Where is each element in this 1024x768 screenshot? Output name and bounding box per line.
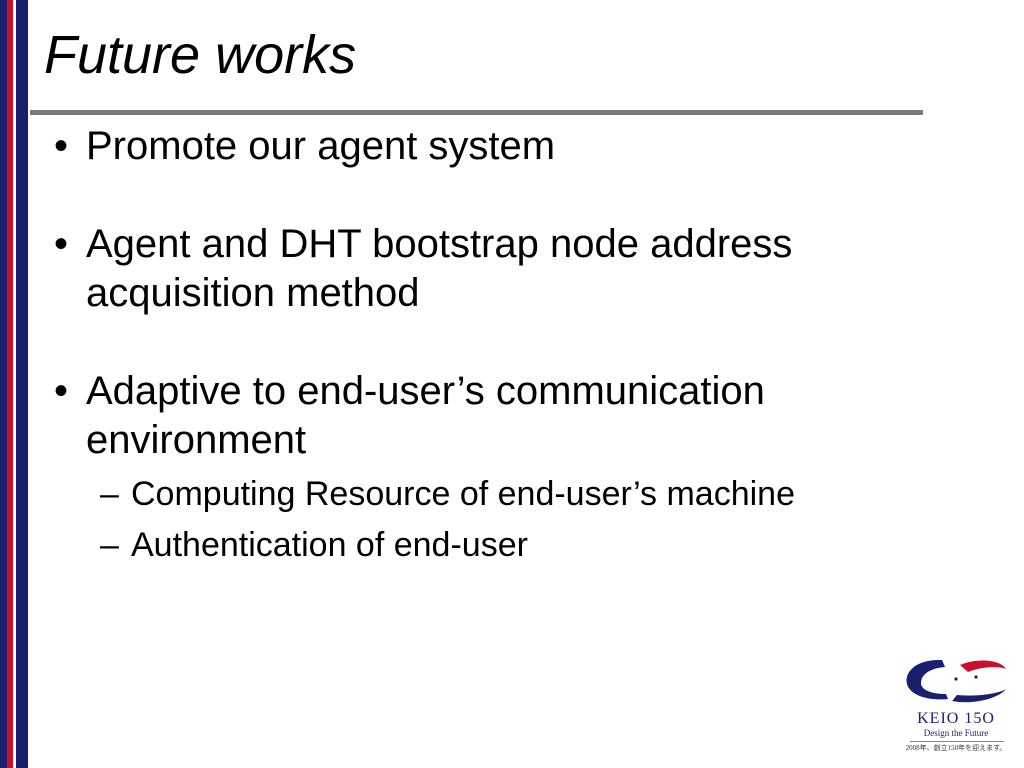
bullet-mark: • <box>54 124 69 168</box>
sub-bullet-mark: – <box>100 526 119 564</box>
bar-stripe-red <box>7 0 13 768</box>
keio-150-logo: KEIO 15O Design the Future 2008年、創立150年を… <box>902 655 1012 760</box>
bar-stripe-navy <box>0 0 7 768</box>
bar-stripe-white-edge <box>28 0 30 768</box>
sub-bullet-list: – Computing Resource of end-user’s machi… <box>86 469 926 571</box>
left-decorative-bar <box>0 0 30 768</box>
bullet-item: • Adaptive to end-user’s communication e… <box>46 367 926 571</box>
logo-name: KEIO 15O <box>917 710 995 727</box>
bar-stripe-white <box>13 0 16 768</box>
bullet-mark: • <box>54 222 69 266</box>
sub-bullet-mark: – <box>100 475 119 513</box>
sub-bullet-text: Computing Resource of end-user’s machine <box>131 475 795 513</box>
title-underline <box>30 110 923 115</box>
sub-bullet-item: – Authentication of end-user <box>86 520 926 571</box>
slide-title: Future works <box>44 25 357 85</box>
sub-bullet-item: – Computing Resource of end-user’s machi… <box>86 469 926 520</box>
bullet-mark: • <box>54 369 69 413</box>
logo-tagline: Design the Future <box>923 728 989 738</box>
bullet-text: Adaptive to end-user’s communication env… <box>86 369 765 462</box>
keio-swoosh-icon <box>906 659 1006 703</box>
bar-stripe-navy-wide <box>16 0 28 768</box>
bullet-text: Agent and DHT bootstrap node address acq… <box>86 222 793 315</box>
bullet-item: • Agent and DHT bootstrap node address a… <box>46 220 926 318</box>
bullet-item: • Promote our agent system <box>46 122 926 171</box>
logo-footer: 2008年、創立150年を迎えます。 <box>905 744 1007 752</box>
logo-divider <box>910 741 1004 742</box>
bullet-text: Promote our agent system <box>86 124 556 168</box>
bullet-list: • Promote our agent system • Agent and D… <box>46 122 926 620</box>
sub-bullet-text: Authentication of end-user <box>131 526 528 564</box>
